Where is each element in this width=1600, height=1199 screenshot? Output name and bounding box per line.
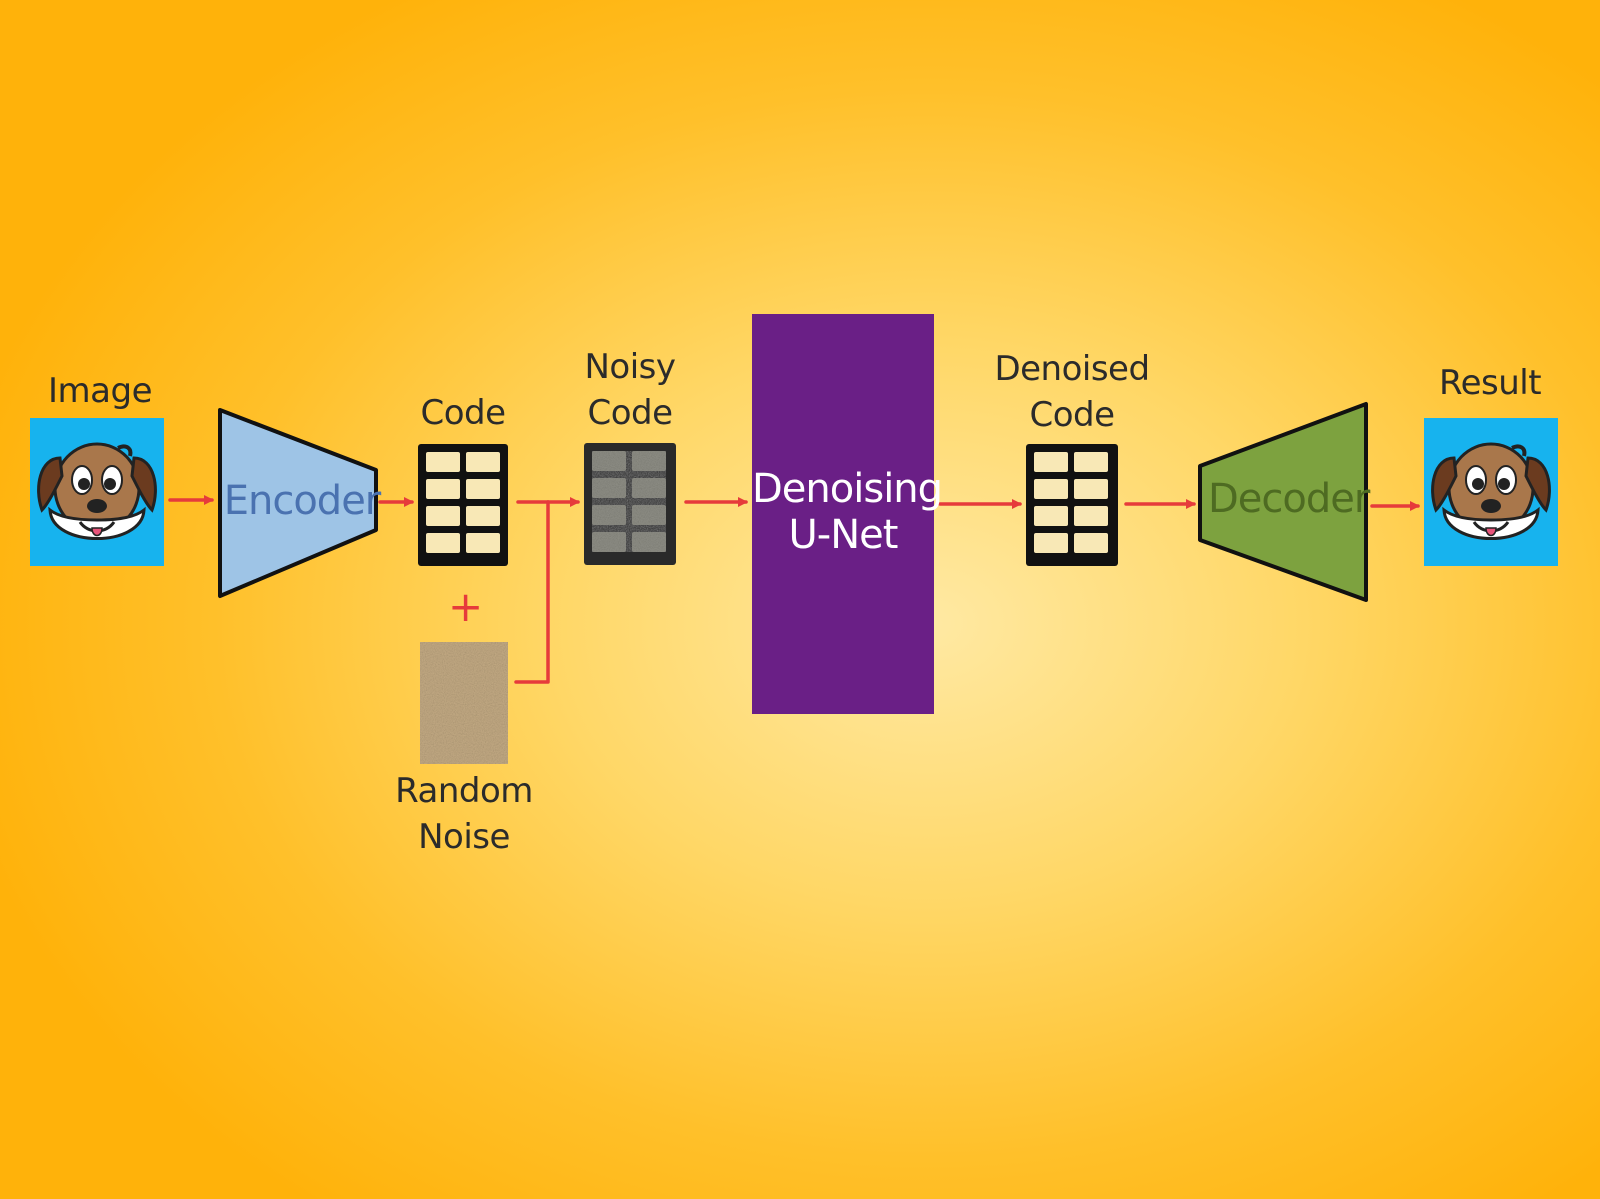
denoised-code-label: Denoised Code [994,349,1150,435]
noisy-code-grid [584,443,676,565]
decoder-block [1198,402,1368,602]
denoising-unet-block [752,314,934,714]
random-noise-patch [420,642,508,764]
denoised-code-grid [1026,444,1118,566]
encoder-block [218,408,378,598]
code-grid [418,444,508,566]
denoising-unet-label: Denoising U-Net [752,466,943,558]
arrow-noise-to-junction [514,500,550,684]
noisy-code-label: Noisy Code [584,347,676,433]
plus-sign: + [448,582,484,631]
random-noise-label: Random Noise [395,771,533,857]
encoder-label: Encoder [223,478,382,524]
code-label: Code [420,393,506,433]
decoder-label: Decoder [1208,476,1370,522]
result-label: Result [1438,363,1542,403]
image-label: Image [48,371,152,411]
dog-result-icon [1422,416,1560,568]
dog-image-icon [28,416,166,568]
